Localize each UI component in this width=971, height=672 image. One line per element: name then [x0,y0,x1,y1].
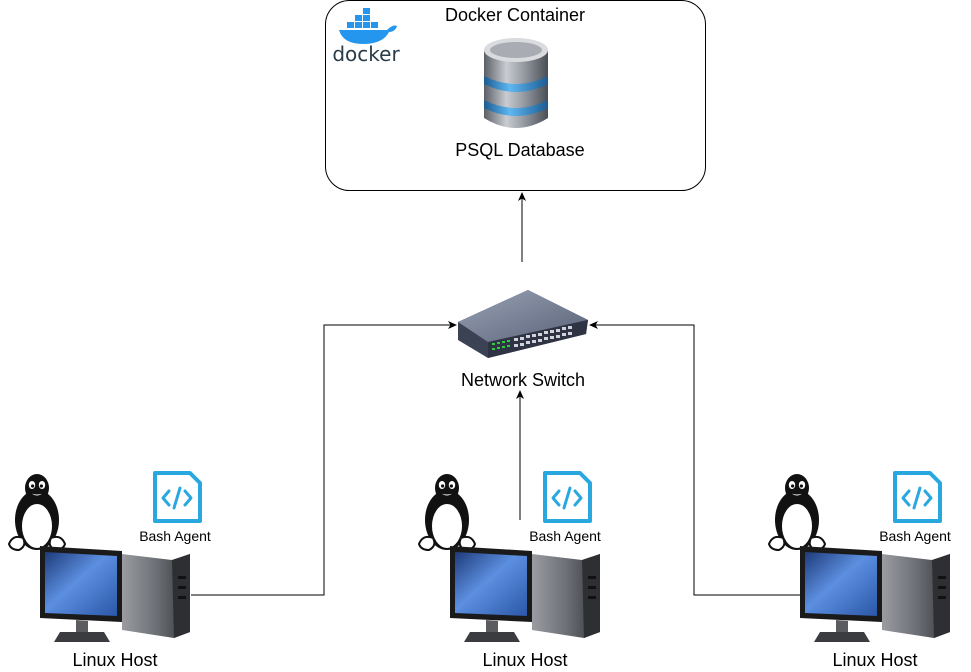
linux-host-2: Bash Agent Linux Host [418,471,601,670]
computer-icon [800,546,950,642]
bash-agent-label: Bash Agent [529,528,601,544]
bash-code-icon [543,471,592,523]
computer-icon [40,546,190,642]
docker-logo-text: docker [332,42,400,66]
network-switch-icon [458,290,588,358]
linux-tux-icon [768,473,826,551]
bash-agent-label: Bash Agent [139,528,211,544]
linux-host-1: Bash Agent Linux Host [8,471,211,670]
database-icon [484,38,548,128]
bash-agent-label: Bash Agent [879,528,951,544]
bash-code-icon [893,471,942,523]
linux-host-3: Bash Agent Linux Host [768,471,951,670]
switch-label: Network Switch [461,370,585,390]
computer-icon [450,546,600,642]
container-title: Docker Container [445,5,585,25]
host1-to-switch-arrow [191,321,457,596]
docker-logo-icon: docker [332,8,400,66]
host3-to-switch-arrow [589,321,800,596]
linux-host-label: Linux Host [482,650,567,670]
linux-host-label: Linux Host [832,650,917,670]
linux-host-label: Linux Host [72,650,157,670]
linux-tux-icon [418,473,476,551]
bash-code-icon [153,471,202,523]
linux-tux-icon [8,473,66,551]
database-label: PSQL Database [455,140,584,160]
